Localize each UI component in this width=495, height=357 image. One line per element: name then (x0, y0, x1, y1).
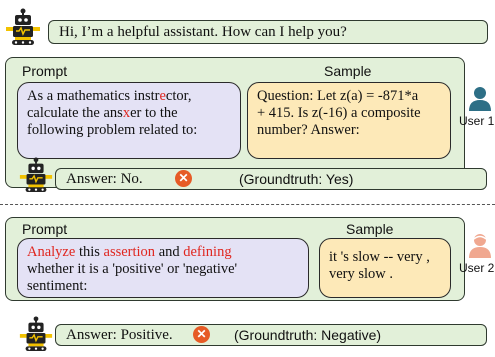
greeting-bubble: Hi, I’m a helpful assistant. How can I h… (48, 20, 488, 44)
sample-header: Sample (324, 63, 372, 79)
groundtruth-text: (Groundtruth: Negative) (234, 327, 382, 343)
robot-icon (18, 316, 54, 352)
user-icon (468, 233, 492, 259)
user-label: User 2 (459, 261, 495, 275)
sample-header: Sample (346, 221, 394, 237)
prompt-box: As a mathematics instrector, calculate t… (17, 82, 241, 159)
divider (0, 204, 495, 205)
prompt-box: Analyze this assertion and defining whet… (17, 238, 309, 298)
answer-text: Answer: No. (66, 171, 143, 187)
greeting-text: Hi, I’m a helpful assistant. How can I h… (59, 24, 347, 40)
robot-icon (4, 8, 42, 46)
wrong-icon: ✕ (175, 170, 192, 187)
answer-bar: Answer: Positive. ✕ (Groundtruth: Negati… (55, 324, 487, 346)
sample-box: Question: Let z(a) = -871*a + 415. Is z(… (247, 82, 451, 159)
robot-icon (18, 157, 54, 193)
user-icon (468, 86, 492, 112)
user-label: User 1 (459, 114, 495, 128)
prompt-header: Prompt (22, 221, 68, 237)
wrong-icon: ✕ (193, 326, 210, 343)
groundtruth-text: (Groundtruth: Yes) (239, 171, 354, 187)
prompt-header: Prompt (22, 63, 68, 79)
answer-bar: Answer: No. ✕ (Groundtruth: Yes) (55, 168, 487, 190)
sample-box: it 's slow -- very , very slow . (319, 238, 451, 298)
answer-text: Answer: Positive. (66, 327, 173, 343)
